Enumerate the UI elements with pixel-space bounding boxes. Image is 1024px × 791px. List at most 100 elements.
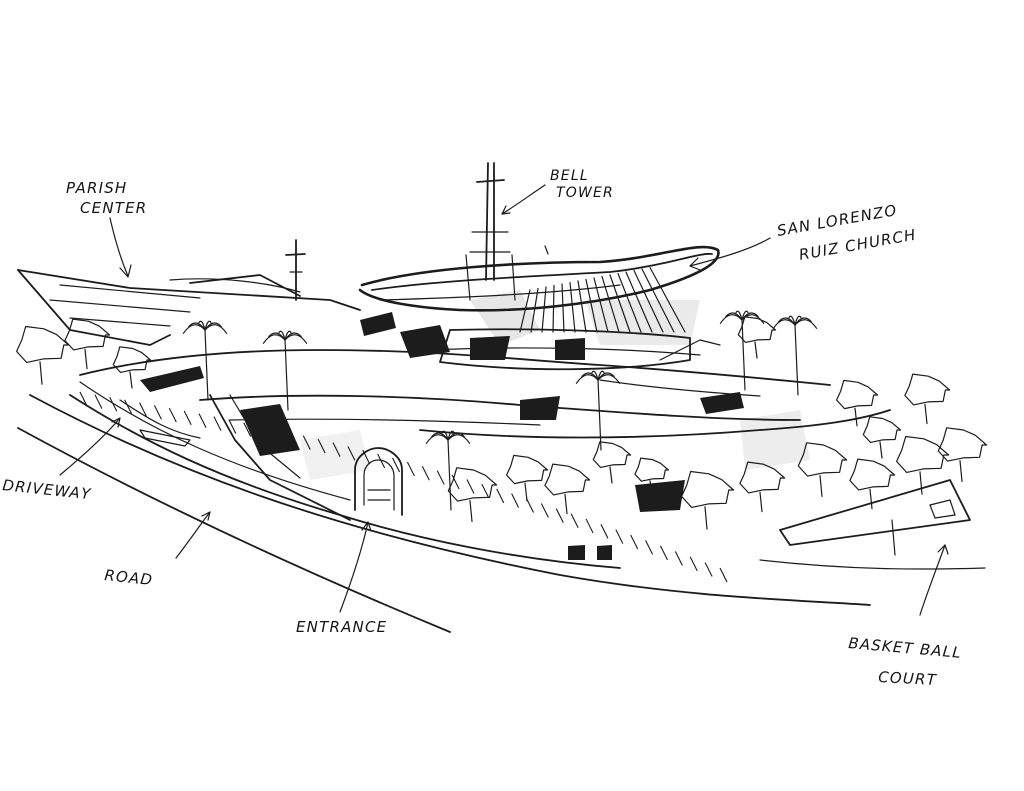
palm-frond xyxy=(441,430,449,441)
palm-trunk xyxy=(597,379,602,451)
palm-frond xyxy=(794,319,818,329)
tree-canopy xyxy=(544,463,591,496)
curb-hatch-stroke xyxy=(406,461,415,477)
label-basketball-court-line1: BASKET BALL xyxy=(848,634,963,662)
curb-hatch-stroke xyxy=(94,394,103,409)
bell-tower xyxy=(465,162,549,301)
tree-trunk xyxy=(84,348,88,370)
palm-frond xyxy=(431,432,449,441)
palm-frond xyxy=(204,324,228,334)
curb-hatch-stroke xyxy=(302,435,311,450)
tree-trunk xyxy=(854,407,858,427)
palm-frond xyxy=(741,310,749,321)
roof-rib xyxy=(601,275,620,333)
tree-trunk xyxy=(129,371,133,389)
tree-canopy xyxy=(737,316,777,343)
curb-hatch-stroke xyxy=(228,419,237,434)
label-basketball-court-line2: COURT xyxy=(878,668,938,689)
tree-canopy xyxy=(739,461,786,494)
tree-trunk xyxy=(879,441,883,459)
curb-hatch-stroke xyxy=(213,416,222,431)
curb-hatch-stroke xyxy=(540,503,549,518)
palm-frond xyxy=(794,315,802,326)
entrance-arch xyxy=(354,447,403,516)
curb-hatch-stroke xyxy=(526,498,535,513)
palm-frond xyxy=(725,312,743,321)
roof-rib xyxy=(649,266,686,333)
tree-trunk xyxy=(819,475,823,497)
roof-rib xyxy=(561,283,565,333)
curb-hatch-stroke xyxy=(585,518,594,534)
palm-frond xyxy=(278,330,286,341)
roof-rib xyxy=(625,271,653,333)
tree-canopy xyxy=(849,458,896,491)
tree-canopy xyxy=(681,470,735,508)
curb-hatch-stroke xyxy=(704,562,713,577)
tree-trunk xyxy=(869,488,873,510)
palm-frond xyxy=(597,370,605,381)
annotations: PARISH CENTER BELL TOWER SAN LORENZO RUI… xyxy=(2,168,963,689)
roof-rib xyxy=(541,286,547,333)
curb-hatch-stroke xyxy=(570,513,579,528)
label-bell-tower-line1: BELL xyxy=(550,168,589,184)
roof-rib xyxy=(641,268,675,333)
roof-rib xyxy=(633,269,664,333)
label-road: ROAD xyxy=(104,566,154,589)
palm-frond xyxy=(735,310,743,321)
tree-canopy xyxy=(634,457,669,482)
curb-hatch-stroke xyxy=(481,483,490,499)
tree-trunk xyxy=(649,480,653,496)
curb-hatch-stroke xyxy=(719,567,728,583)
tree-canopy xyxy=(904,373,951,406)
curb-hatch-stroke xyxy=(168,407,177,423)
curb-hatch-stroke xyxy=(347,446,356,461)
label-bell-tower-line2: TOWER xyxy=(556,185,614,201)
curb-hatch-stroke xyxy=(79,391,88,407)
tree-trunk xyxy=(524,482,528,502)
curb-hatch-stroke xyxy=(124,399,133,415)
curb-hatch-stroke xyxy=(674,551,683,566)
roof-rib xyxy=(585,278,598,333)
roof-rib xyxy=(519,289,531,333)
palm-trunk xyxy=(794,324,799,396)
roof-rib xyxy=(593,277,609,333)
palm-frond xyxy=(284,334,308,344)
tree-canopy xyxy=(64,318,111,351)
roof-rib xyxy=(577,280,587,333)
tree-trunk xyxy=(959,460,963,482)
curb-hatch-stroke xyxy=(511,493,520,508)
palm-trunk xyxy=(741,319,746,391)
trees xyxy=(16,316,988,530)
roof-rib xyxy=(569,281,576,333)
curb-hatch-stroke xyxy=(198,413,207,428)
palm-frond xyxy=(284,330,292,341)
palm-frond xyxy=(447,430,455,441)
palms xyxy=(182,310,818,511)
curb-hatch-stroke xyxy=(421,466,430,481)
grey-wash xyxy=(300,290,810,480)
tree-canopy xyxy=(16,325,70,363)
basketball-court xyxy=(779,479,971,556)
curb-hatch-stroke xyxy=(466,479,475,494)
curb-hatch-stroke xyxy=(109,397,118,412)
road xyxy=(17,394,986,633)
tree-canopy xyxy=(862,416,902,443)
curb-hatch-stroke xyxy=(630,534,639,550)
roof-rib xyxy=(617,272,642,333)
tree-canopy xyxy=(506,454,549,485)
roof-rib xyxy=(552,284,555,333)
tree-canopy xyxy=(797,442,848,477)
curb-hatch-stroke xyxy=(689,556,698,572)
curb-hatch-stroke xyxy=(645,540,654,555)
curb-hatch-stroke xyxy=(496,488,505,504)
palm-frond xyxy=(188,322,206,331)
tree-trunk xyxy=(564,493,568,515)
tree-canopy xyxy=(447,467,498,502)
palm-trunk xyxy=(447,439,452,511)
tree-trunk xyxy=(919,471,923,495)
tree-trunk xyxy=(704,506,708,530)
curb-hatch-stroke xyxy=(377,453,386,469)
label-driveway: DRIVEWAY xyxy=(2,476,93,503)
tree-canopy xyxy=(937,427,988,462)
